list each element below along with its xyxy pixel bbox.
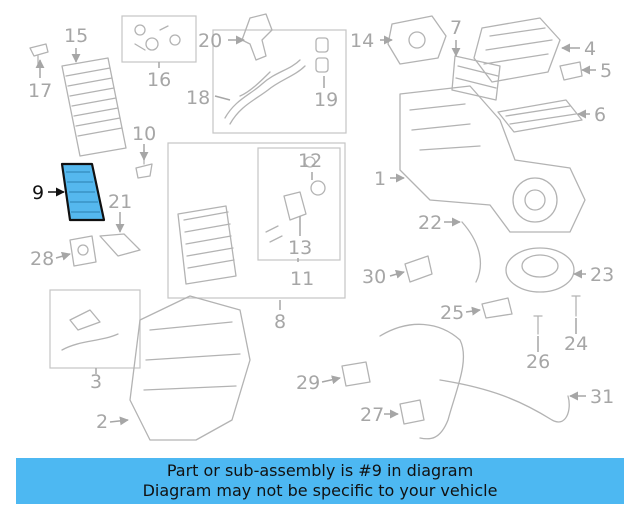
callout-27: 27 bbox=[360, 404, 384, 426]
callout-3: 3 bbox=[90, 371, 102, 393]
part-29-module bbox=[341, 361, 371, 387]
part-4-module bbox=[473, 17, 561, 83]
callout-22: 22 bbox=[418, 212, 442, 234]
callout-7: 7 bbox=[450, 17, 462, 39]
callout-18: 18 bbox=[186, 87, 210, 109]
part-22-hose bbox=[461, 221, 482, 283]
callout-21: 21 bbox=[108, 191, 132, 213]
callout-11: 11 bbox=[290, 268, 314, 290]
callout-13: 13 bbox=[288, 237, 312, 259]
callout-25: 25 bbox=[440, 302, 464, 324]
info-banner: Part or sub-assembly is #9 in diagram Di… bbox=[16, 458, 624, 504]
banner-line-1: Part or sub-assembly is #9 in diagram bbox=[166, 461, 474, 480]
callout-10: 10 bbox=[132, 123, 156, 145]
wiring-harness bbox=[379, 323, 570, 440]
part-25-sensor bbox=[481, 297, 513, 319]
part-8-evaporator bbox=[177, 205, 237, 285]
group-11-frame bbox=[257, 147, 341, 261]
callout-30: 30 bbox=[362, 266, 386, 288]
callout-16: 16 bbox=[147, 69, 171, 91]
part-14-seal bbox=[387, 15, 447, 65]
callout-15: 15 bbox=[64, 25, 88, 47]
part-5-connector bbox=[559, 61, 583, 81]
part-1-housing bbox=[399, 85, 586, 233]
heater-core-part bbox=[61, 57, 127, 157]
callout-2: 2 bbox=[96, 411, 108, 433]
part-20-bracket bbox=[241, 13, 273, 61]
part-23-blower bbox=[505, 247, 575, 293]
part-21-actuator bbox=[99, 233, 141, 257]
group-16-frame bbox=[121, 15, 197, 63]
part-9-cabin-filter bbox=[60, 162, 106, 222]
callout-9: 9 bbox=[32, 182, 44, 204]
part-6-filter bbox=[497, 99, 583, 133]
callout-4: 4 bbox=[584, 38, 596, 60]
part-26-bolt bbox=[533, 315, 543, 335]
part-30-resistor bbox=[404, 255, 433, 283]
callout-12: 12 bbox=[298, 150, 322, 172]
callout-8: 8 bbox=[274, 311, 286, 333]
callout-19: 19 bbox=[314, 89, 338, 111]
callout-6: 6 bbox=[594, 104, 606, 126]
part-19-valves bbox=[315, 37, 329, 73]
part-16-hardware bbox=[134, 24, 181, 51]
part-28-motor bbox=[69, 235, 97, 267]
part-18-pipes bbox=[224, 59, 306, 125]
part-3-linkage bbox=[61, 309, 119, 351]
callout-31: 31 bbox=[590, 386, 614, 408]
callout-24: 24 bbox=[564, 333, 588, 355]
callout-29: 29 bbox=[296, 372, 320, 394]
part-27-bracket bbox=[399, 399, 425, 425]
part-11-expansion-valve bbox=[265, 156, 326, 243]
callout-26: 26 bbox=[526, 351, 550, 373]
callout-1: 1 bbox=[374, 168, 386, 190]
callout-28: 28 bbox=[30, 248, 54, 270]
group-3-frame bbox=[49, 289, 141, 369]
part-24-bolt bbox=[571, 295, 581, 317]
callout-20: 20 bbox=[198, 30, 222, 52]
callout-14: 14 bbox=[350, 30, 374, 52]
callout-23: 23 bbox=[590, 264, 614, 286]
leader-lines bbox=[35, 35, 596, 426]
group-18-19-frame bbox=[212, 29, 347, 134]
callout-5: 5 bbox=[600, 60, 612, 82]
banner-line-2: Diagram may not be specific to your vehi… bbox=[142, 481, 498, 500]
part-2-lower-housing bbox=[129, 295, 251, 441]
callout-17: 17 bbox=[28, 80, 52, 102]
part-7-flap bbox=[451, 55, 501, 101]
group-8-frame bbox=[167, 142, 346, 299]
part-17-clip bbox=[29, 43, 49, 65]
